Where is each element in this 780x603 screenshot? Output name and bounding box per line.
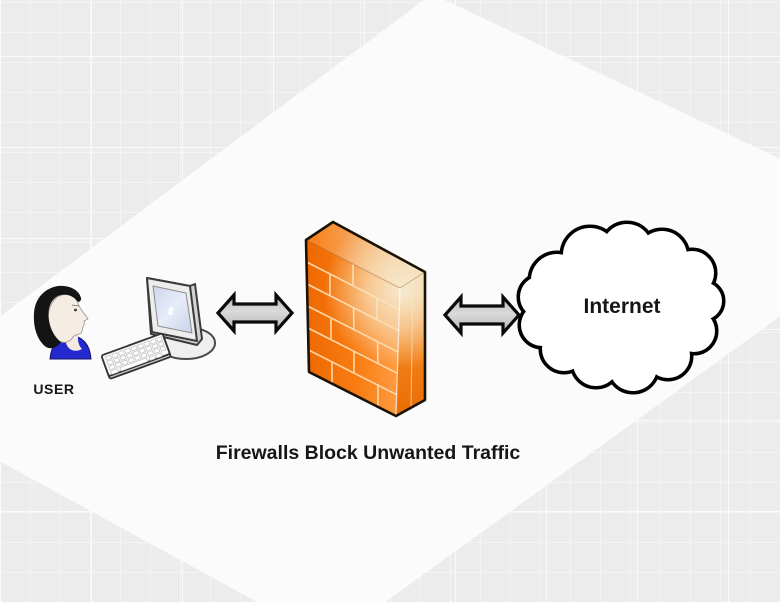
arrow-firewall-internet-icon <box>442 292 522 338</box>
cloud-body <box>520 224 722 391</box>
eye <box>74 308 77 312</box>
computer-icon <box>100 277 216 380</box>
arrow-user-firewall-icon <box>215 290 295 336</box>
firewall-corner-edge <box>395 287 401 417</box>
firewall-highlight <box>306 222 425 416</box>
firewall-inner-edges <box>305 239 426 289</box>
keyboard-icon <box>100 332 172 380</box>
user-icon <box>33 285 92 360</box>
internet-cloud-icon: Internet <box>516 220 726 395</box>
firewall-brick-wall-icon <box>304 220 427 418</box>
firewall-outline <box>304 220 427 418</box>
user-label: USER <box>33 381 74 397</box>
caption-label: Firewalls Block Unwanted Traffic <box>216 442 521 464</box>
monitor-icon <box>146 277 203 346</box>
internet-label: Internet <box>583 295 660 318</box>
screen-glyph <box>167 306 174 316</box>
keyboard-keys <box>105 336 167 375</box>
hair <box>33 285 82 349</box>
eyebrow <box>71 304 80 307</box>
